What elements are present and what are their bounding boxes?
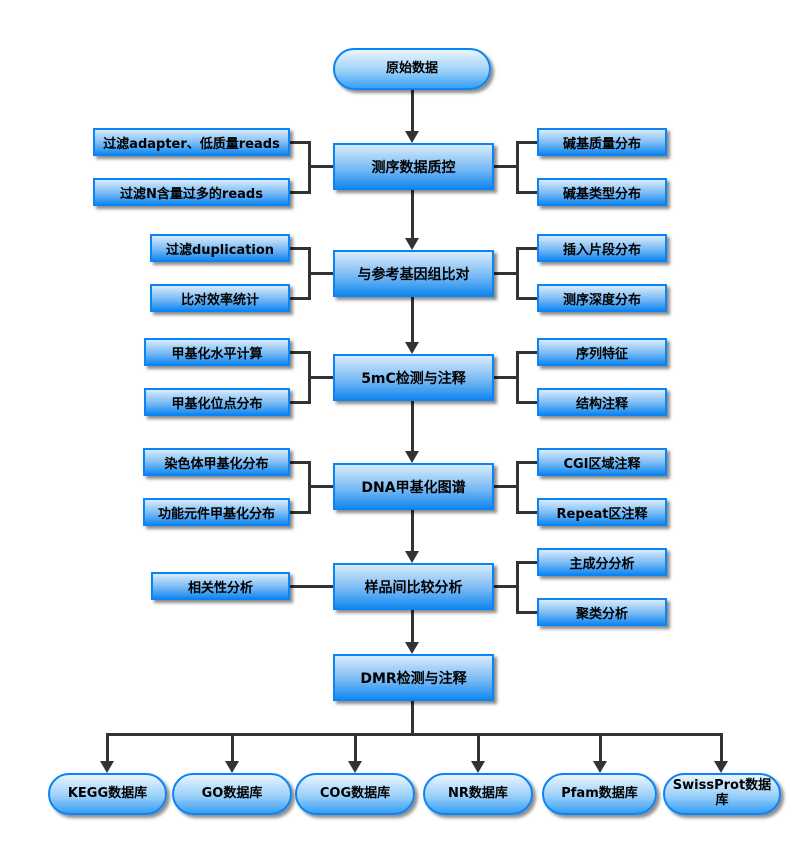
database-node-swissprot: SwissProt数据库 (663, 773, 781, 815)
connector-line (494, 165, 519, 168)
connector-line (599, 733, 602, 763)
connector-line (516, 351, 537, 354)
connector-line (290, 511, 310, 514)
connector-line (494, 585, 519, 588)
left-child-node: 过滤adapter、低质量reads (93, 128, 290, 156)
connector-line (516, 247, 537, 250)
connector-line (308, 485, 333, 488)
left-child-node: 过滤duplication (150, 234, 290, 262)
connector-line (516, 297, 537, 300)
connector-line (106, 733, 723, 736)
database-node-nr: NR数据库 (423, 773, 533, 815)
connector-line (516, 461, 519, 514)
connector-line (720, 733, 723, 763)
left-child-node: 甲基化水平计算 (144, 338, 290, 366)
right-child-node: 插入片段分布 (537, 234, 667, 262)
arrow-down-icon (405, 642, 419, 654)
connector-line (290, 247, 310, 250)
right-child-node: Repeat区注释 (537, 498, 667, 526)
arrow-down-icon (405, 131, 419, 143)
left-child-node: 功能元件甲基化分布 (143, 498, 290, 526)
stage-node-methylation-profile: DNA甲基化图谱 (333, 463, 494, 510)
database-node-kegg: KEGG数据库 (48, 773, 167, 815)
database-node-go: GO数据库 (172, 773, 292, 815)
connector-line (308, 165, 333, 168)
connector-line (516, 141, 537, 144)
connector-line (494, 376, 519, 379)
connector-line (411, 510, 414, 552)
arrow-down-icon (100, 761, 114, 773)
connector-line (516, 141, 519, 194)
connector-line (516, 401, 537, 404)
start-node: 原始数据 (333, 48, 491, 90)
connector-line (290, 351, 310, 354)
arrow-down-icon (225, 761, 239, 773)
connector-line (516, 611, 537, 614)
left-child-node: 甲基化位点分布 (144, 388, 290, 416)
stage-node-qc: 测序数据质控 (333, 143, 494, 190)
connector-line (411, 297, 414, 343)
connector-line (516, 191, 537, 194)
connector-line (290, 461, 310, 464)
connector-line (290, 297, 310, 300)
database-node-cog: COG数据库 (295, 773, 415, 815)
database-node-pfam: Pfam数据库 (542, 773, 657, 815)
connector-line (494, 485, 519, 488)
arrow-down-icon (471, 761, 485, 773)
left-child-node: 比对效率统计 (150, 284, 290, 312)
left-child-node: 相关性分析 (151, 572, 290, 600)
right-child-node: 结构注释 (537, 388, 667, 416)
left-child-node: 染色体甲基化分布 (143, 448, 290, 476)
connector-line (477, 733, 480, 763)
connector-line (494, 272, 519, 275)
connector-line (411, 701, 414, 736)
arrow-down-icon (348, 761, 362, 773)
arrow-down-icon (405, 551, 419, 563)
connector-line (516, 461, 537, 464)
connector-line (106, 733, 109, 763)
left-child-node: 过滤N含量过多的reads (93, 178, 290, 206)
arrow-down-icon (405, 342, 419, 354)
connector-line (516, 561, 537, 564)
right-child-node: CGI区域注释 (537, 448, 667, 476)
connector-line (411, 610, 414, 643)
connector-line (354, 733, 357, 763)
connector-line (411, 90, 414, 132)
arrow-down-icon (405, 451, 419, 463)
connector-line (231, 733, 234, 763)
right-child-node: 主成分分析 (537, 548, 667, 576)
right-child-node: 碱基类型分布 (537, 178, 667, 206)
connector-line (308, 376, 333, 379)
right-child-node: 聚类分析 (537, 598, 667, 626)
connector-line (411, 401, 414, 452)
right-child-node: 序列特征 (537, 338, 667, 366)
connector-line (516, 247, 519, 300)
right-child-node: 测序深度分布 (537, 284, 667, 312)
connector-line (516, 561, 519, 614)
connector-line (290, 141, 310, 144)
connector-line (290, 585, 333, 588)
arrow-down-icon (405, 238, 419, 250)
connector-line (516, 511, 537, 514)
connector-line (411, 190, 414, 239)
arrow-down-icon (593, 761, 607, 773)
connector-line (290, 401, 310, 404)
arrow-down-icon (714, 761, 728, 773)
right-child-node: 碱基质量分布 (537, 128, 667, 156)
connector-line (290, 191, 310, 194)
connector-line (516, 351, 519, 404)
stage-node-5mc: 5mC检测与注释 (333, 354, 494, 401)
connector-line (308, 272, 333, 275)
stage-node-sample-compare: 样品间比较分析 (333, 563, 494, 610)
stage-node-dmr: DMR检测与注释 (333, 654, 494, 701)
stage-node-align: 与参考基因组比对 (333, 250, 494, 297)
